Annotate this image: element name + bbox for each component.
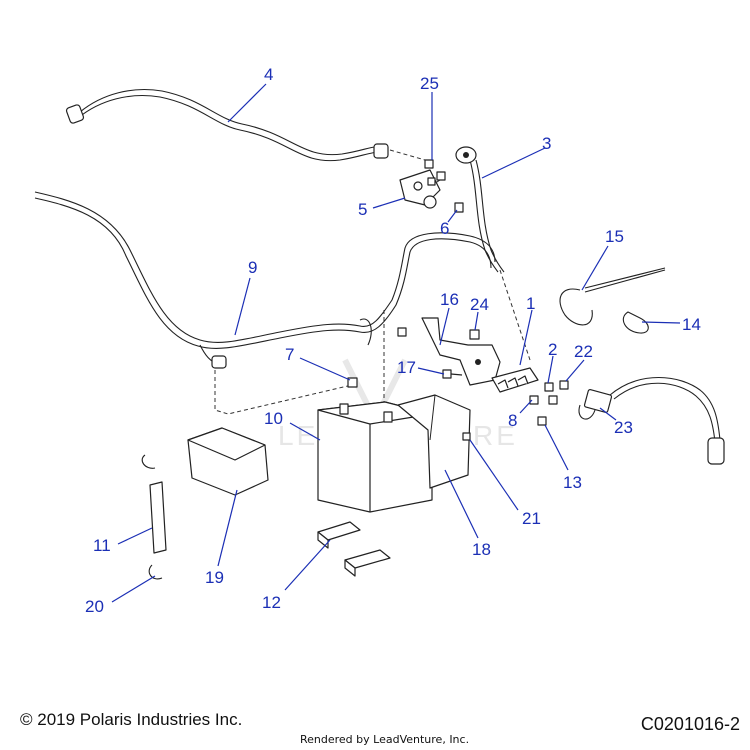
callout-9: 9 xyxy=(248,258,257,277)
callout-13: 13 xyxy=(563,473,582,492)
callout-24: 24 xyxy=(470,295,489,314)
cable-4 xyxy=(65,88,389,162)
callout-22: 22 xyxy=(574,342,593,361)
callout-21: 21 xyxy=(522,509,541,528)
clip-upper xyxy=(141,454,156,469)
clip-20 xyxy=(148,564,163,580)
cable-3 xyxy=(455,146,505,273)
callout-20: 20 xyxy=(85,597,104,616)
nut-6 xyxy=(454,202,464,213)
callout-numbers: 4 25 3 5 6 9 15 14 7 16 24 17 1 2 22 8 2… xyxy=(85,65,701,616)
bracket-16 xyxy=(421,317,501,386)
callout-17: 17 xyxy=(397,358,416,377)
callout-5: 5 xyxy=(358,200,367,219)
rendered-by-text: Rendered by LeadVenture, Inc. xyxy=(300,733,470,746)
harness-23 xyxy=(578,377,725,465)
fasteners xyxy=(529,380,569,426)
callout-2: 2 xyxy=(548,340,557,359)
terminal-block-1 xyxy=(491,367,539,393)
shield-18 xyxy=(397,394,471,489)
zip-tie-15 xyxy=(559,267,666,326)
pad-19 xyxy=(187,427,269,496)
callout-6: 6 xyxy=(440,219,449,238)
callout-23: 23 xyxy=(614,418,633,437)
strap-11 xyxy=(149,481,167,554)
callout-25: 25 xyxy=(420,74,439,93)
diagram-code: C0201016-2 xyxy=(640,714,740,734)
nut-7 xyxy=(347,377,358,388)
callout-1: 1 xyxy=(526,294,535,313)
bolt-17 xyxy=(442,369,463,379)
callout-7: 7 xyxy=(285,345,294,364)
copyright-text: © 2019 Polaris Industries Inc. xyxy=(20,710,243,729)
callout-16: 16 xyxy=(440,290,459,309)
callout-18: 18 xyxy=(472,540,491,559)
leader-lines xyxy=(111,83,681,603)
nut-24 xyxy=(469,329,480,340)
pads-12 xyxy=(317,521,391,577)
callout-12: 12 xyxy=(262,593,281,612)
callout-11: 11 xyxy=(93,536,111,555)
callout-3: 3 xyxy=(542,134,551,153)
callout-19: 19 xyxy=(205,568,224,587)
callout-4: 4 xyxy=(264,65,273,84)
screw-21 xyxy=(462,432,471,441)
nuts-25 xyxy=(424,159,446,186)
callout-10: 10 xyxy=(264,409,283,428)
callout-8: 8 xyxy=(508,411,517,430)
solenoid-5 xyxy=(399,169,441,209)
cable-9 xyxy=(34,191,496,369)
callout-15: 15 xyxy=(605,227,624,246)
callout-14: 14 xyxy=(682,315,701,334)
